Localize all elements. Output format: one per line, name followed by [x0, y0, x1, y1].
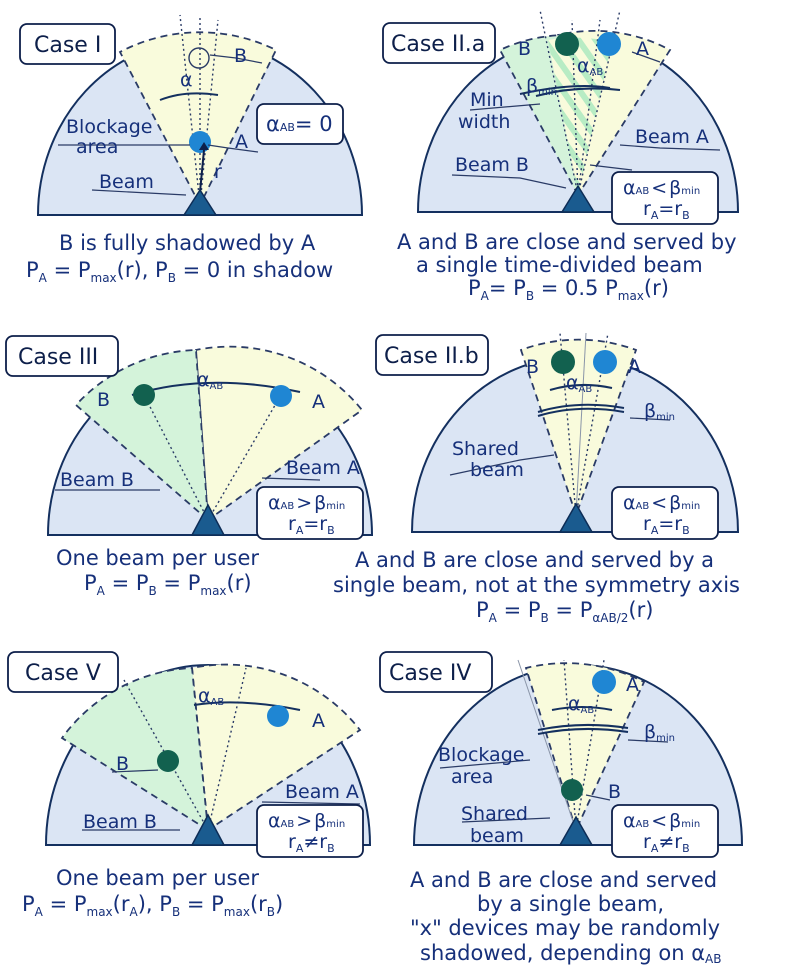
user-a-label: A	[235, 131, 248, 153]
beam-b-label: Beam B	[83, 811, 157, 833]
width-label: width	[458, 111, 510, 133]
user-a-label: A	[312, 391, 325, 413]
case-3-caption-2: PA = PB = Pmax(r)	[84, 571, 252, 598]
case-1-title: Case I	[34, 33, 101, 58]
r-not-equal-condition: rA≠rB	[643, 831, 690, 855]
alpha-ab-label: αAB	[197, 369, 223, 392]
radius-label: r	[214, 161, 222, 183]
case-2b-title: Case II.b	[384, 344, 479, 369]
user-b-label: B	[608, 781, 621, 803]
beta-min-label: βmin	[644, 400, 675, 423]
alpha-ab-formula: αAB= 0	[266, 112, 333, 136]
beam-b-label: Beam B	[60, 469, 134, 491]
case-2b-caption-2: single beam, not at the symmetry axis	[333, 573, 740, 597]
alpha-label: α	[180, 69, 193, 91]
r-equal-condition: rA=rB	[288, 513, 335, 537]
alpha-gt-beta-condition: αAB>βmin	[268, 492, 345, 514]
panel-case-2b	[375, 332, 740, 540]
r-equal-condition: rA=rB	[643, 198, 690, 222]
case-5-title: Case V	[25, 661, 101, 686]
user-a-label: A	[628, 356, 641, 378]
case-1-caption-2: PA = Pmax(r), PB = 0 in shadow	[26, 258, 333, 285]
alpha-lt-beta-condition: αAB<βmin	[623, 177, 700, 199]
beam-a-label: Beam A	[635, 126, 709, 148]
alpha-ab-label: αAB	[577, 55, 603, 78]
case-4-caption-1: A and B are close and served	[410, 868, 717, 892]
user-b-label: B	[526, 356, 539, 378]
case-4-caption-2: by a single beam,	[477, 892, 664, 916]
beam-label: beam	[470, 825, 524, 847]
shared-label: Shared	[461, 803, 528, 825]
user-a-label: A	[312, 710, 325, 732]
beam-label: beam	[470, 459, 524, 481]
alpha-ab-label: αAB	[566, 372, 592, 395]
user-b-label: B	[518, 38, 531, 60]
case-4-caption-3: "x" devices may be randomly	[410, 916, 720, 940]
case-5-caption-1: One beam per user	[56, 866, 259, 890]
case-2a-caption-3: PA= PB = 0.5 Pmax(r)	[468, 276, 669, 303]
panel-case-5	[7, 651, 372, 858]
case-1-caption-1: B is fully shadowed by A	[59, 231, 316, 255]
case-2b-caption-1: A and B are close and served by a	[355, 548, 714, 572]
beam-a-label: Beam A	[285, 781, 359, 803]
case-4-title: Case IV	[389, 661, 471, 686]
min-label: Min	[470, 89, 504, 111]
beam-b-label: Beam B	[455, 154, 529, 176]
case-3-caption-1: One beam per user	[56, 546, 259, 570]
panel-case-4	[379, 651, 744, 858]
panel-case-3	[5, 335, 374, 540]
case-2b-caption-3: PA = PB = PαAB/2(r)	[476, 598, 653, 625]
r-equal-condition: rA=rB	[643, 513, 690, 537]
blockage-label: Blockage	[66, 116, 152, 138]
case-2a-title: Case II.a	[391, 32, 485, 57]
area-label: area	[451, 766, 493, 788]
user-a-label: A	[636, 38, 649, 60]
shared-label: Shared	[452, 438, 519, 460]
beam-label: Beam	[99, 171, 154, 193]
panel-case-1	[19, 14, 364, 216]
user-a-label: A	[626, 674, 639, 696]
case-5-caption-2: PA = Pmax(rA), PB = Pmax(rB)	[22, 892, 283, 919]
panel-case-2a	[382, 9, 740, 225]
user-b-label: B	[234, 45, 247, 67]
case-3-title: Case III	[18, 345, 98, 370]
case-2a-caption-2: a single time-divided beam	[416, 253, 703, 277]
case-4-caption-4: shadowed, depending on αAB	[420, 941, 722, 966]
blockage-label: Blockage	[438, 744, 524, 766]
beta-min-label: βmin	[526, 75, 557, 98]
alpha-lt-beta-condition: αAB<βmin	[623, 492, 700, 514]
alpha-lt-beta-condition: αAB<βmin	[623, 810, 700, 832]
beam-a-label: Beam A	[286, 457, 360, 479]
alpha-gt-beta-condition: αAB>βmin	[268, 810, 345, 832]
r-not-equal-condition: rA≠rB	[288, 831, 335, 855]
user-b-label: B	[97, 389, 110, 411]
case-2a-caption-1: A and B are close and served by	[397, 230, 737, 254]
area-label: area	[76, 136, 118, 158]
user-b-label: B	[116, 753, 129, 775]
alpha-ab-label: αAB	[568, 693, 594, 716]
beta-min-label: βmin	[644, 721, 675, 744]
alpha-ab-label: αAB	[198, 685, 224, 708]
